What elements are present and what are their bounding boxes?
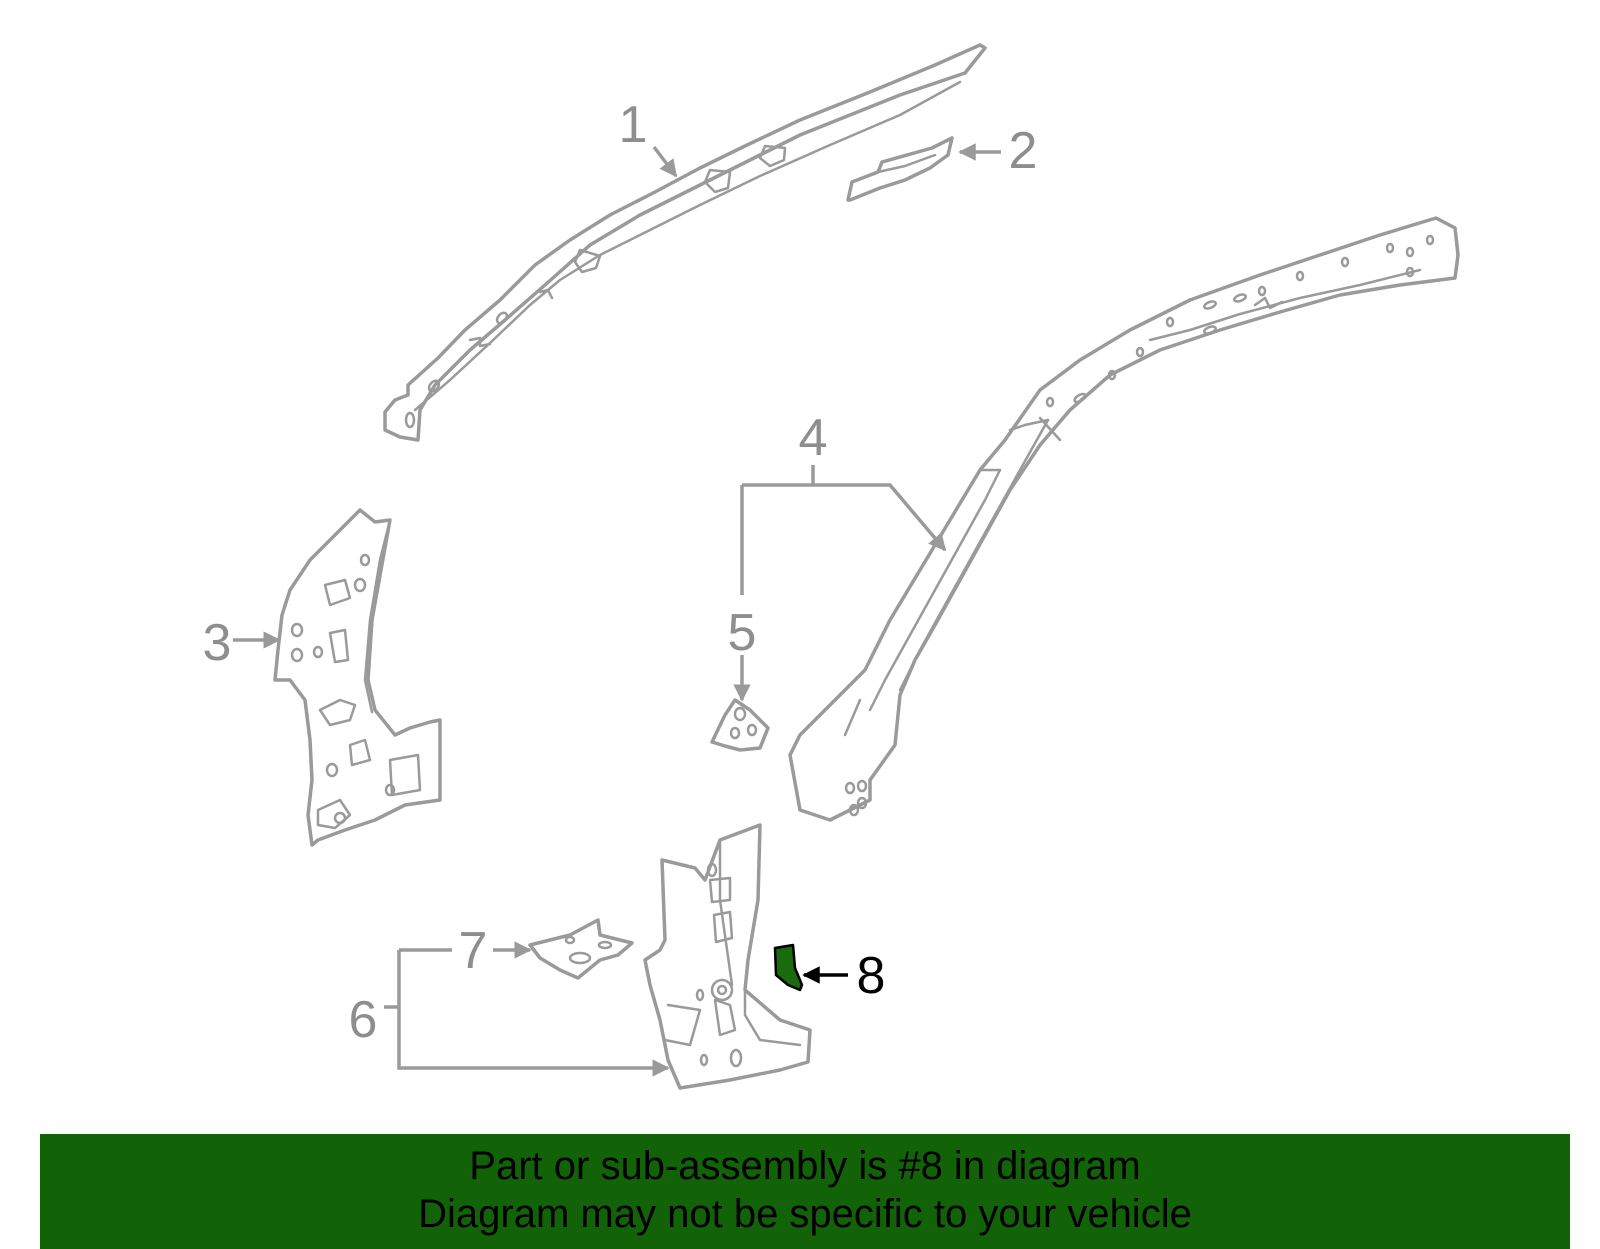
banner-line-2: Diagram may not be specific to your vehi…	[418, 1192, 1192, 1236]
info-banner: Part or sub-assembly is #8 in diagram Di…	[40, 1134, 1570, 1249]
callout-6: 6	[349, 991, 378, 1049]
callout-4: 4	[799, 409, 828, 467]
part-4-pillar-frame[interactable]	[788, 216, 1460, 822]
part-3-pillar-panel[interactable]	[273, 508, 442, 847]
part-2-bracket[interactable]	[846, 136, 954, 202]
callout-5: 5	[728, 604, 757, 662]
callout-7: 7	[459, 922, 488, 980]
callout-3: 3	[203, 614, 232, 672]
callout-2: 2	[1009, 122, 1038, 180]
leader-lines	[233, 143, 1001, 1077]
part-1-roof-rail[interactable]	[383, 43, 987, 442]
callout-1: 1	[619, 96, 648, 154]
part-8-highlighted[interactable]	[773, 943, 804, 992]
part-5-gusset[interactable]	[710, 698, 770, 752]
parts-diagram: 1 2 3 4 5 6 7 8	[203, 43, 1460, 1090]
banner-line-1: Part or sub-assembly is #8 in diagram	[469, 1144, 1141, 1188]
part-7-plate[interactable]	[528, 918, 634, 980]
callout-8: 8	[857, 947, 886, 1005]
